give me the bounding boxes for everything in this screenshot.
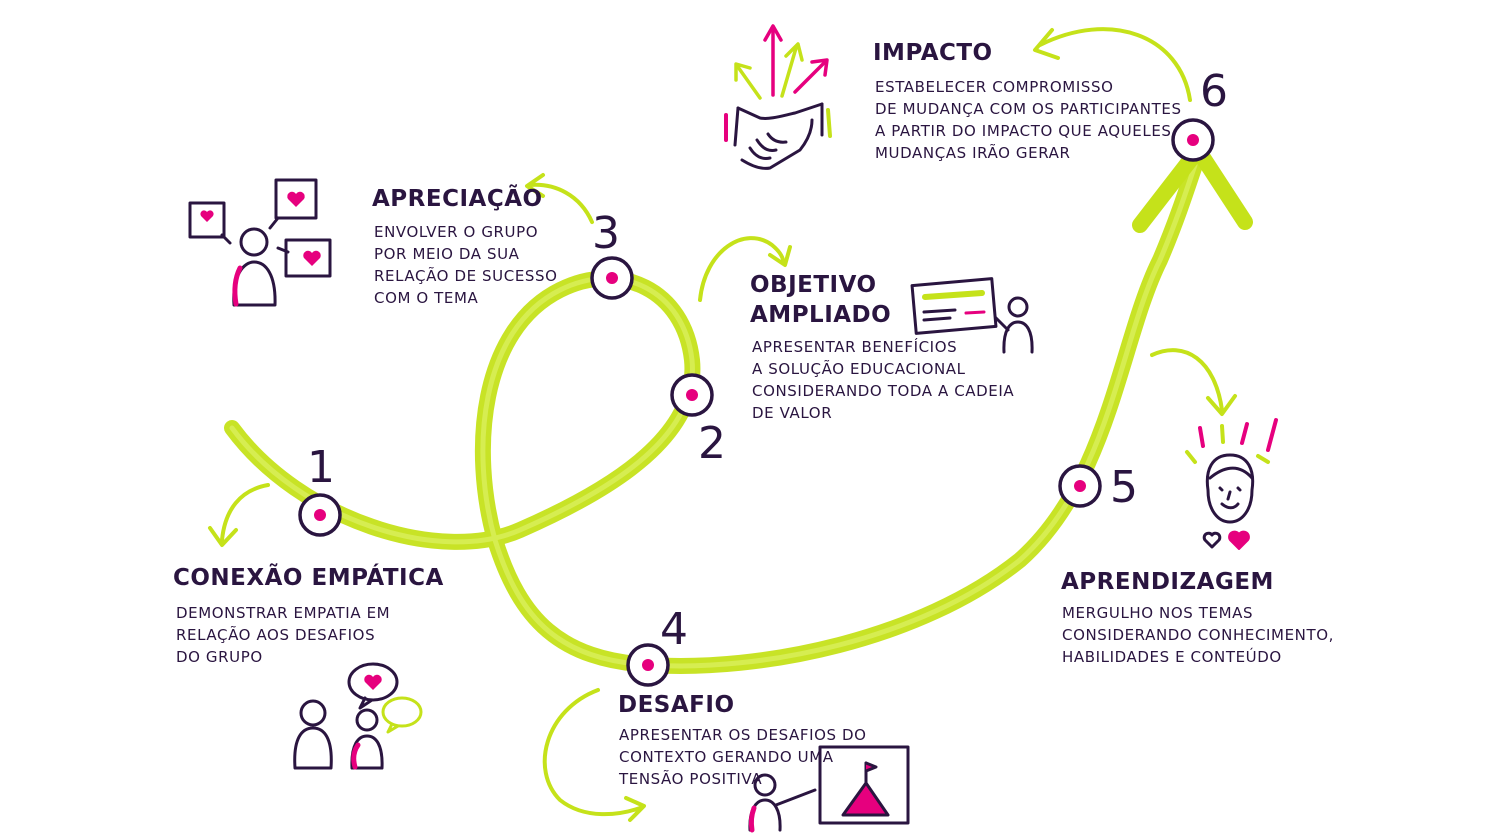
presenter-mountain-flag-icon [748,745,910,833]
step2-description-line: considerando toda a cadeia [752,382,1015,400]
step3-node-dot [606,272,618,284]
step4-title: Desafio [618,692,735,718]
step2-title-line: Objetivo [750,272,877,298]
step4-description-line: contexto gerando uma [619,748,834,766]
heart-icon-step5 [1228,530,1250,550]
step6-description-line: a partir do impacto que aqueles [875,122,1172,140]
step5-number: 5 [1110,462,1138,513]
step6-description-line: Estabelecer compromisso [875,78,1114,96]
step5-description: Mergulho nos temas considerando conhecim… [1062,602,1334,668]
step1-number: 1 [307,442,335,493]
step6-node-dot [1187,134,1199,146]
step2-description-line: Apresentar benefícios [752,338,958,356]
step4-node-dot [642,659,654,671]
arrow-step3-head [525,173,545,198]
step3-description-line: Envolver o grupo [374,223,539,241]
arrow-step5-head [1206,394,1237,416]
step3-description-line: com o tema [374,289,479,307]
step6-description: Estabelecer compromisso de mudança com o… [875,76,1182,164]
step4-description-line: Apresentar os desafios do [619,726,867,744]
journey-ribbon-highlight [229,162,1198,669]
heart-icons-step3 [200,191,321,266]
arrow-step5-to-icon [1150,348,1224,412]
step3-title: Apreciação [372,186,543,212]
step1-description: Demonstrar empatia em relação aos desafi… [176,602,390,668]
step1-title: Conexão Empática [173,565,444,591]
two-people-chat-heart-icon [293,662,423,770]
step5-description-line: Mergulho nos temas [1062,604,1254,622]
step5-description-line: considerando conhecimento, [1062,626,1335,644]
thinking-face-hearts-icon [1185,418,1278,550]
arrow-step2-to-title [698,236,785,302]
person-heart-bubbles-icon [188,178,332,307]
step4-number: 4 [660,604,688,655]
arrow-step1-head [208,526,238,547]
step3-description: Envolver o grupo por meio da sua relação… [374,221,558,309]
arrow-step4-to-desc [542,688,642,817]
arrow-step2-head [768,245,792,267]
step5-title: Aprendizagem [1061,569,1274,595]
arrow-step6-to-title [1038,27,1192,102]
step1-node-dot [314,509,326,521]
step6-description-line: mudanças irão gerar [875,144,1071,162]
step3-description-line: por meio da sua [374,245,520,263]
step1-description-line: relação aos desafios [176,626,376,644]
step6-title: Impacto [873,40,993,66]
step1-description-line: Demonstrar empatia em [176,604,391,622]
step2-description-line: de valor [752,404,833,422]
step2-node-dot [686,389,698,401]
step1-description-line: do grupo [176,648,263,666]
step2-title-line: Ampliado [750,302,892,328]
step5-description-line: habilidades e conteúdo [1062,648,1282,666]
presenter-whiteboard-icon [910,277,1034,354]
step3-description-line: relação de sucesso [374,267,558,285]
heart-icon-step1 [364,674,382,690]
step2-description: Apresentar benefícios a solução educacio… [752,336,1014,424]
step6-description-line: de mudança com os participantes [875,100,1182,118]
arrow-step3-to-title [528,182,594,224]
step5-node-dot [1074,480,1086,492]
step4-description-line: tensão positiva [619,770,763,788]
arrow-step1-to-title [220,483,270,542]
arrow-step4-head [624,796,646,822]
step2-number: 2 [698,418,726,469]
step3-number: 3 [592,208,620,259]
step2-description-line: a solução educacional [752,360,966,378]
arrow-step6-head [1033,28,1060,60]
step4-description: Apresentar os desafios do contexto geran… [619,724,867,790]
step6-number: 6 [1200,66,1228,117]
handshake-arrows-icon [724,24,832,170]
